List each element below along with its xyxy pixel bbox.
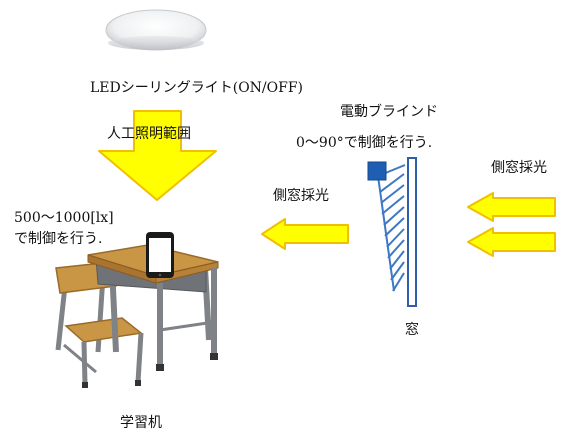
- illuminance-range-label: 500～1000[lx]: [14, 210, 114, 226]
- illuminance-control-label: で制御を行う.: [14, 231, 103, 247]
- blind-motor: [367, 161, 387, 181]
- desk-label: 学習机: [120, 415, 162, 431]
- tablet-icon: [146, 232, 174, 278]
- lighting-range-arrow: [98, 110, 217, 201]
- side-light-right-label: 側窓採光: [491, 160, 547, 176]
- ceiling-light-icon: [105, 9, 207, 51]
- school-desk-icon: [55, 244, 219, 388]
- ceiling-light-label: LEDシーリングライト(ON/OFF): [90, 80, 304, 96]
- blind-title-label: 電動ブラインド: [340, 104, 438, 120]
- side-light-left-label: 側窓採光: [273, 188, 329, 204]
- side-light-arrow-left: [261, 218, 349, 250]
- blind-icon: [367, 161, 406, 292]
- side-light-arrow-top: [467, 192, 556, 222]
- window-icon: [407, 157, 417, 307]
- window-label: 窓: [405, 322, 419, 338]
- lighting-range-label: 人工照明範囲: [107, 126, 191, 142]
- blind-control-label: 0～90°で制御を行う.: [296, 135, 433, 151]
- side-light-arrow-bottom: [467, 227, 556, 257]
